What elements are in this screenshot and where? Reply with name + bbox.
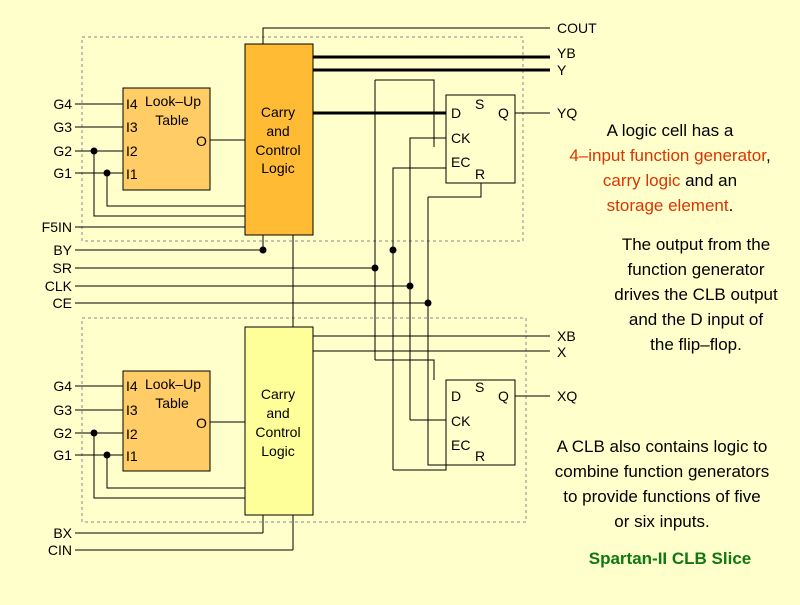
lut-bottom-input-i3: I3 <box>126 402 138 418</box>
input-g3-bottom: G3 <box>53 402 72 418</box>
junction-dots <box>90 147 432 459</box>
lut-bottom-input-i1: I1 <box>126 448 138 464</box>
input-clk: CLK <box>45 278 73 294</box>
flipflop-top <box>445 94 516 184</box>
input-g2-top: G2 <box>53 143 72 159</box>
ff-bottom-ck: CK <box>451 413 471 429</box>
lut-bottom <box>122 370 211 472</box>
lut-bottom-input-i2: I2 <box>126 426 138 442</box>
carry-bottom-line-3: Control <box>255 424 300 440</box>
ff-top-d: D <box>451 105 461 121</box>
carry-bottom-line-1: Carry <box>261 386 295 402</box>
desc1-comma: , <box>765 146 771 165</box>
ff-bottom-ec: EC <box>451 437 470 453</box>
carry-top-line-1: Carry <box>261 104 295 120</box>
input-sr: SR <box>53 260 72 276</box>
lut-top-input-i3: I3 <box>126 119 138 135</box>
carry-bottom-line-4: Logic <box>261 443 294 459</box>
lut-top-output-o: O <box>196 133 207 149</box>
bottom-slice-boundary <box>81 317 527 523</box>
input-by: BY <box>53 242 72 258</box>
input-g1-bottom: G1 <box>53 447 72 463</box>
desc3-line-1: A CLB also contains logic to <box>556 437 768 456</box>
ff-bottom-r: R <box>475 448 485 464</box>
output-yb: YB <box>557 45 576 61</box>
ff-top-q: Q <box>498 105 509 121</box>
output-yq: YQ <box>557 105 577 121</box>
input-g3-top: G3 <box>53 119 72 135</box>
input-ce: CE <box>53 295 72 311</box>
desc1-and-an: and an <box>680 171 738 190</box>
input-g4-top: G4 <box>53 96 72 112</box>
ff-top-ck: CK <box>451 130 471 146</box>
lut-bottom-title-2: Table <box>155 395 189 411</box>
carry-logic-bottom <box>244 326 314 516</box>
bus-wires <box>313 55 550 115</box>
lut-top-input-i1: I1 <box>126 166 138 182</box>
description-output: The output from the function generator d… <box>566 232 800 357</box>
desc3-line-4: or six inputs. <box>614 512 710 531</box>
input-f5in: F5IN <box>42 219 72 235</box>
lut-bottom-output-o: O <box>196 415 207 431</box>
desc1-storage-element: storage element <box>606 196 729 215</box>
carry-top-line-4: Logic <box>261 160 294 176</box>
carry-bottom-line-2: and <box>266 405 289 421</box>
lut-top <box>122 87 211 191</box>
output-x: X <box>557 344 567 360</box>
wires <box>75 27 550 551</box>
desc2-line-2: function generator <box>627 260 765 279</box>
carry-top-line-2: and <box>266 123 289 139</box>
desc2-line-4: and the D input of <box>628 310 764 329</box>
desc2-line-1: The output from the <box>621 235 771 254</box>
lut-top-input-i4: I4 <box>126 96 138 112</box>
input-cin: CIN <box>48 542 72 558</box>
output-y: Y <box>557 62 567 78</box>
desc2-line-3: drives the CLB output <box>614 285 778 304</box>
desc3-line-2: combine function generators <box>554 462 770 481</box>
lut-top-title-2: Table <box>155 112 189 128</box>
flipflop-bottom <box>445 379 516 466</box>
description-logic-cell: A logic cell has a 4–input function gene… <box>540 118 800 218</box>
carry-logic-top <box>244 43 314 236</box>
lut-top-title-1: Look–Up <box>145 93 201 109</box>
ff-top-s: S <box>475 96 484 112</box>
input-g1-top: G1 <box>53 165 72 181</box>
ff-top-ec: EC <box>451 154 470 170</box>
ff-bottom-q: Q <box>498 388 509 404</box>
lut-top-input-i2: I2 <box>126 143 138 159</box>
description-clb-combine: A CLB also contains logic to combine fun… <box>532 434 792 534</box>
input-g2-bottom: G2 <box>53 425 72 441</box>
ff-bottom-d: D <box>451 388 461 404</box>
carry-top-line-3: Control <box>255 142 300 158</box>
desc1-period: . <box>728 196 734 215</box>
ff-top-r: R <box>475 166 485 182</box>
diagram-title: Spartan-II CLB Slice <box>588 549 752 568</box>
lut-bottom-input-i4: I4 <box>126 378 138 394</box>
output-xq: XQ <box>557 388 577 404</box>
desc1-pre: A logic cell has a <box>606 121 734 140</box>
desc2-line-5: the flip–flop. <box>650 335 742 354</box>
top-slice-boundary <box>81 36 524 242</box>
input-bx: BX <box>53 525 72 541</box>
desc3-line-3: to provide functions of five <box>563 487 761 506</box>
output-cout: COUT <box>557 20 597 36</box>
input-g4-bottom: G4 <box>53 378 72 394</box>
lut-bottom-title-1: Look–Up <box>145 376 201 392</box>
desc1-function-generator: 4–input function generator <box>569 146 766 165</box>
ff-bottom-s: S <box>475 379 484 395</box>
output-xb: XB <box>557 328 576 344</box>
desc1-carry-logic: carry logic <box>602 171 681 190</box>
